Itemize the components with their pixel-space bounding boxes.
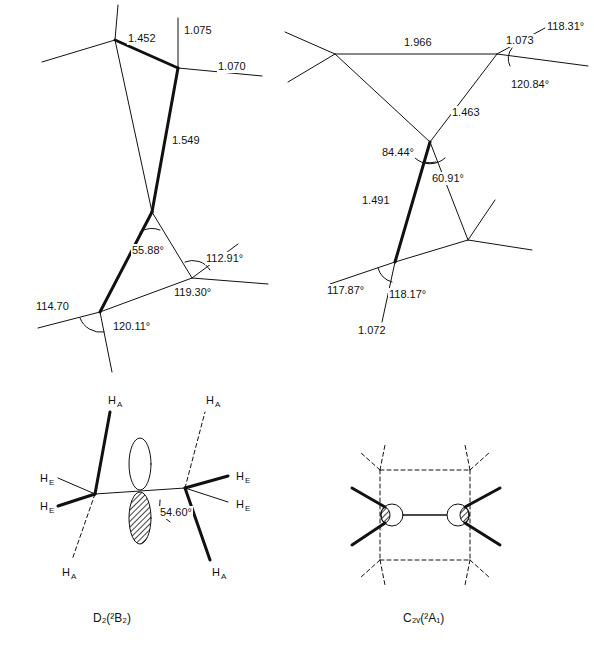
geometry-value: 60.91° [431,172,465,185]
symmetry-label: C₂ᵥ(²A₁) [402,611,445,625]
geometry-value: 1.491 [361,194,391,207]
geometry-value: 114.70 [35,300,70,313]
geometry-value: 120.11° [112,320,151,333]
atom-subscript: A [71,573,76,581]
geometry-value: 120.84° [510,78,550,91]
geometry-value: 118.17° [388,288,427,301]
geometry-value: 55.88° [131,244,165,257]
atom-label: H [39,500,49,513]
atom-label: H [235,498,245,511]
atom-subscript: E [245,505,250,513]
geometry-value: 117.87° [326,284,365,297]
atom-subscript: A [117,401,122,409]
atom-subscript: A [221,573,226,581]
geometry-value: 118.31° [546,20,585,33]
atom-subscript: E [49,479,54,487]
atom-label: H [211,566,221,579]
geometry-value: 1.073 [505,34,535,47]
geometry-value: 84.44° [381,146,415,159]
geometry-value: 1.070 [217,60,247,73]
atom-label: H [205,394,215,407]
geometry-value: 1.463 [451,106,481,119]
geometry-value: 1.452 [127,32,157,45]
atom-subscript: E [49,507,54,515]
geometry-value: 1.549 [171,134,201,147]
geometry-value: 119.30° [173,286,212,299]
atom-label: H [39,472,49,485]
geometry-value: 112.91° [205,252,244,265]
atom-subscript: A [215,401,220,409]
geometry-value: 1.072 [357,324,387,337]
atom-label: H [107,394,117,407]
atom-label: H [235,470,245,483]
atom-label: H [61,566,71,579]
symmetry-label: D₂(²B₂) [92,611,132,625]
geometry-value: 54.60° [159,506,193,519]
geometry-value: 1.966 [403,36,433,49]
geometry-value: 1.075 [183,24,213,37]
atom-subscript: E [245,477,250,485]
